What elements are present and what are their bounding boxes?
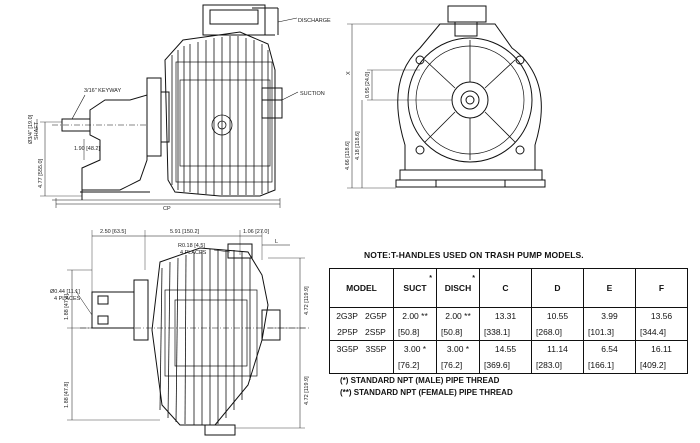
suct-cell: [76.2] xyxy=(393,357,437,374)
c-cell: 13.31 xyxy=(479,307,532,324)
dim-l: L xyxy=(275,239,278,245)
header-disch-asterisk: * xyxy=(472,275,475,282)
header-f: F xyxy=(635,268,688,308)
dim-1-88-bot: 1.88 [47.8] xyxy=(64,382,70,408)
footnote-male-thread: (*) STANDARD NPT (MALE) PIPE THREAD xyxy=(340,376,500,385)
header-suct: SUCT* xyxy=(393,268,437,308)
d-cell: 11.14 xyxy=(531,340,584,357)
dim-x: X xyxy=(346,71,352,75)
disch-cell: [76.2] xyxy=(436,357,480,374)
header-disch: DISCH* xyxy=(436,268,480,308)
front-view-top xyxy=(347,5,546,189)
fillet-places-label: 4 PLACES xyxy=(180,250,207,256)
f-cell: [344.4] xyxy=(635,324,688,341)
footnote-female-thread: (**) STANDARD NPT (FEMALE) PIPE THREAD xyxy=(340,388,513,397)
c-cell: 14.55 xyxy=(479,340,532,357)
suct-cell: 3.00 * xyxy=(393,340,437,357)
plan-view-bottom xyxy=(67,230,310,436)
model-a: 2P5P xyxy=(337,327,358,337)
discharge-label: DISCHARGE xyxy=(298,18,331,24)
suct-cell: [50.8] xyxy=(393,324,437,341)
table-row: 2P5P 2S5P [50.8] [50.8] [338.1] [268.0] … xyxy=(329,324,688,341)
d-cell: 10.55 xyxy=(531,307,584,324)
dim-cp: CP xyxy=(163,206,171,212)
model-cell: 2P5P 2S5P xyxy=(329,324,394,341)
model-b: 2G5P xyxy=(365,311,387,321)
c-cell: [338.1] xyxy=(479,324,532,341)
dim-2-50: 2.50 [63.5] xyxy=(100,229,126,235)
shaft-word-label: SHAFT xyxy=(34,121,40,140)
d-cell: [268.0] xyxy=(531,324,584,341)
header-e: E xyxy=(583,268,636,308)
model-cell: 3G5P 3S5P xyxy=(329,340,394,357)
table-row: 3G5P 3S5P 3.00 * 3.00 * 14.55 11.14 6.54… xyxy=(329,340,688,357)
table-header-row: MODEL SUCT* DISCH* C D E F xyxy=(329,268,688,308)
suction-label: SUCTION xyxy=(300,91,325,97)
model-b: 3S5P xyxy=(365,344,387,354)
table-row: [76.2] [76.2] [369.6] [283.0] [166.1] [4… xyxy=(329,357,688,374)
header-suct-asterisk: * xyxy=(429,275,432,282)
table-row: 2G3P 2G5P 2.00 ** 2.00 ** 13.31 10.55 3.… xyxy=(329,307,688,324)
model-a: 3G5P xyxy=(336,344,359,354)
dim-1-06: 1.06 [27.0] xyxy=(243,229,269,235)
model-b: 2S5P xyxy=(365,327,386,337)
dim-4-66: 4.66 [118.6] xyxy=(345,141,351,170)
d-cell: [283.0] xyxy=(531,357,584,374)
dim-5-91: 5.91 [150.2] xyxy=(170,229,200,235)
model-cell: 2G3P 2G5P xyxy=(329,307,394,324)
model-cell xyxy=(329,357,394,374)
dim-4-77: 4.77 [555.0] xyxy=(38,158,44,188)
c-cell: [369.6] xyxy=(479,357,532,374)
hole-dia-label: Ø0.44 [11.1] xyxy=(50,289,80,295)
f-cell: 16.11 xyxy=(635,340,688,357)
suct-cell: 2.00 ** xyxy=(393,307,437,324)
drawing-labels: DISCHARGE SUCTION 3/16" KEYWAY Ø3/4" [19… xyxy=(28,18,371,408)
dim-4-18: 4.18 [118.6] xyxy=(355,131,361,160)
disch-cell: 2.00 ** xyxy=(436,307,480,324)
e-cell: [101.3] xyxy=(583,324,636,341)
header-c: C xyxy=(479,268,532,308)
fillet-radius-label: R0.18 [4.5] xyxy=(178,243,205,249)
note-text: NOTE:T-HANDLES USED ON TRASH PUMP MODELS… xyxy=(364,250,584,260)
shaft-dia-label: Ø3/4" [19.0] xyxy=(28,114,34,144)
dim-1-90: 1.90 [48.2] xyxy=(74,146,100,152)
e-cell: [166.1] xyxy=(583,357,636,374)
header-suct-text: SUCT xyxy=(403,283,427,293)
hole-places-label: 4 PLACES xyxy=(54,296,81,302)
side-view-top xyxy=(36,4,299,208)
header-model: MODEL xyxy=(329,268,394,308)
header-d: D xyxy=(531,268,584,308)
dim-4-72-bot: 4.72 [119.9] xyxy=(304,376,310,405)
f-cell: 13.56 xyxy=(635,307,688,324)
spec-table: MODEL SUCT* DISCH* C D E F 2G3P 2G5P 2.0… xyxy=(329,268,688,374)
e-cell: 6.54 xyxy=(583,340,636,357)
e-cell: 3.99 xyxy=(583,307,636,324)
disch-cell: [50.8] xyxy=(436,324,480,341)
f-cell: [409.2] xyxy=(635,357,688,374)
model-a: 2G3P xyxy=(336,311,358,321)
dim-0-95: 0.95 [24.0] xyxy=(365,72,371,98)
keyway-label: 3/16" KEYWAY xyxy=(84,88,121,94)
header-disch-text: DISCH xyxy=(444,283,472,293)
disch-cell: 3.00 * xyxy=(436,340,480,357)
dim-1-88-top: 1.88 [47.8] xyxy=(64,294,70,320)
dim-4-72-top: 4.72 [119.9] xyxy=(304,286,310,315)
